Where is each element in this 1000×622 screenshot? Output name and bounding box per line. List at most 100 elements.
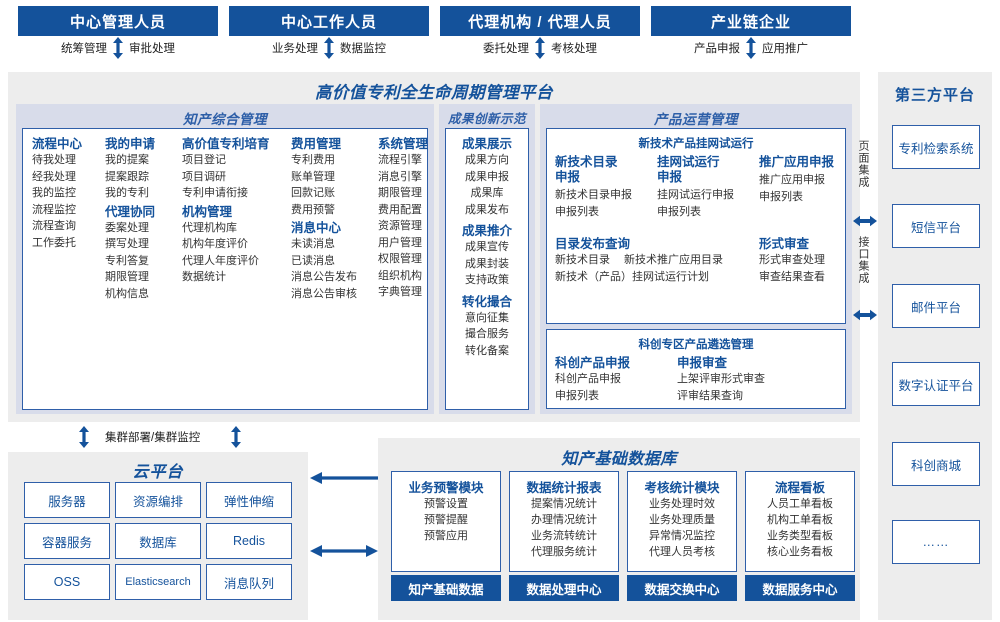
database-col-2-foot[interactable]: 数据交换中心	[627, 575, 737, 601]
cloud-cell-5[interactable]: Redis	[206, 523, 292, 559]
database-col-3-item-0[interactable]: 人员工单看板	[767, 498, 833, 510]
chanpin-b1-r2l-item-a1[interactable]: 新技术（产品）挂网试运行计划	[555, 270, 709, 283]
chanpin-b1-r2l-item-b0[interactable]: 新技术推广应用目录	[624, 254, 723, 266]
zhichan-col3-s1-item-2[interactable]: 消息公告发布	[291, 271, 357, 283]
chengguo-head-1[interactable]: 成果推介	[461, 224, 512, 238]
chanpin-b1-r2r-item-1[interactable]: 审查结果查看	[759, 270, 825, 283]
chengguo-s0-item-0[interactable]: 成果方向	[465, 154, 509, 166]
chanpin-b1-c1-item-1[interactable]: 申报列表	[657, 205, 701, 218]
zhichan-col4-item-8[interactable]: 字典管理	[378, 286, 422, 298]
zhichan-col3-s1-item-3[interactable]: 消息公告审核	[291, 287, 357, 300]
chanpin-b1-c2-item-1[interactable]: 申报列表	[759, 190, 803, 203]
zhichan-col3-item-1[interactable]: 账单管理	[291, 170, 335, 183]
role-bar-0[interactable]: 中心管理人员	[18, 6, 218, 36]
third-party-item-4[interactable]: 科创商城	[892, 442, 980, 486]
database-col-2-item-1[interactable]: 业务处理质量	[649, 514, 715, 526]
third-party-item-2[interactable]: 邮件平台	[892, 284, 980, 328]
zhichan-col1-s1-item-4[interactable]: 机构信息	[105, 287, 149, 300]
cloud-cell-8[interactable]: 消息队列	[206, 564, 292, 600]
database-col-2-item-3[interactable]: 代理人员考核	[649, 546, 715, 558]
zhichan-col3-item-0[interactable]: 专利费用	[291, 154, 335, 166]
zhichan-col1-item-0[interactable]: 我的提案	[105, 154, 149, 166]
chanpin-b1-r2r-head[interactable]: 形式审查	[759, 237, 810, 251]
zhichan-col4-item-4[interactable]: 资源管理	[378, 220, 422, 232]
cloud-cell-4[interactable]: 数据库	[115, 523, 201, 559]
database-col-3-item-2[interactable]: 业务类型看板	[767, 530, 833, 542]
database-col-0-foot[interactable]: 知产基础数据	[391, 575, 501, 601]
cloud-cell-7[interactable]: Elasticsearch	[115, 564, 201, 600]
zhichan-col4-item-1[interactable]: 消息引擎	[378, 170, 422, 183]
database-col-3-item-1[interactable]: 机构工单看板	[767, 514, 833, 526]
zhichan-col4-head-0[interactable]: 系统管理	[378, 137, 429, 151]
chengguo-s2-item-2[interactable]: 转化备案	[465, 344, 509, 357]
chanpin-b2-c1-head[interactable]: 申报审查	[677, 356, 728, 370]
chanpin-b1-c2-item-0[interactable]: 推广应用申报	[759, 174, 825, 186]
zhichan-col2-s1-item-0[interactable]: 代理机构库	[182, 221, 237, 234]
third-party-item-0[interactable]: 专利检索系统	[892, 125, 980, 169]
chanpin-b2-c0-item-1[interactable]: 申报列表	[555, 389, 599, 402]
database-col-1-foot[interactable]: 数据处理中心	[509, 575, 619, 601]
database-col-3-item-3[interactable]: 核心业务看板	[767, 546, 833, 558]
chengguo-head-0[interactable]: 成果展示	[461, 137, 512, 151]
zhichan-col3-head-1[interactable]: 消息中心	[291, 221, 342, 235]
chengguo-s0-item-2[interactable]: 成果库	[470, 187, 504, 199]
database-col-2-item-0[interactable]: 业务处理时效	[649, 498, 715, 510]
chanpin-b1-c1-head[interactable]: 挂网试运行申报	[657, 155, 720, 184]
role-bar-1[interactable]: 中心工作人员	[229, 6, 429, 36]
zhichan-col2-item-0[interactable]: 项目登记	[182, 154, 226, 166]
database-col-0-item-0[interactable]: 预警设置	[424, 498, 468, 510]
zhichan-col2-head-0[interactable]: 高价值专利培育	[182, 137, 270, 151]
zhichan-col2-item-1[interactable]: 项目调研	[182, 170, 226, 183]
chanpin-b1-c2-head[interactable]: 推广应用申报	[759, 155, 835, 169]
chanpin-b1-c1-item-0[interactable]: 挂网试运行申报	[657, 189, 734, 201]
chengguo-s1-item-1[interactable]: 成果封装	[465, 257, 509, 270]
chanpin-b2-c0-head[interactable]: 科创产品申报	[555, 356, 631, 370]
zhichan-col0-item-4[interactable]: 流程查询	[32, 220, 76, 232]
chengguo-s1-item-2[interactable]: 支持政策	[465, 274, 509, 286]
cloud-cell-6[interactable]: OSS	[24, 564, 110, 600]
zhichan-col2-s1-item-3[interactable]: 数据统计	[182, 271, 226, 283]
chengguo-s0-item-3[interactable]: 成果发布	[465, 203, 509, 216]
chanpin-b1-c0-item-0[interactable]: 新技术目录申报	[555, 189, 632, 201]
zhichan-col1-item-2[interactable]: 我的专利	[105, 187, 149, 199]
chengguo-head-2[interactable]: 转化撮合	[461, 294, 512, 309]
role-bar-3[interactable]: 产业链企业	[651, 6, 851, 36]
zhichan-col0-item-0[interactable]: 待我处理	[32, 154, 76, 166]
third-party-item-3[interactable]: 数字认证平台	[892, 362, 980, 406]
cloud-cell-1[interactable]: 资源编排	[115, 482, 201, 518]
zhichan-col4-item-7[interactable]: 组织机构	[378, 269, 422, 282]
zhichan-col0-item-3[interactable]: 流程监控	[32, 203, 76, 216]
zhichan-col4-item-6[interactable]: 权限管理	[378, 253, 422, 265]
database-col-2-item-2[interactable]: 异常情况监控	[649, 530, 715, 542]
zhichan-col1-head-0[interactable]: 我的申请	[105, 137, 156, 151]
cloud-cell-3[interactable]: 容器服务	[24, 523, 110, 559]
zhichan-col3-head-0[interactable]: 费用管理	[291, 137, 342, 151]
zhichan-col1-s1-item-2[interactable]: 专利答复	[105, 254, 149, 267]
zhichan-col0-item-1[interactable]: 经我处理	[32, 170, 76, 183]
database-col-1-item-1[interactable]: 办理情况统计	[531, 514, 597, 526]
third-party-item-5[interactable]: ……	[892, 520, 980, 564]
database-col-1-item-2[interactable]: 业务流转统计	[531, 530, 597, 542]
chanpin-b2-c0-item-0[interactable]: 科创产品申报	[555, 373, 621, 385]
chanpin-b1-r2l-item-a0[interactable]: 新技术目录	[555, 254, 610, 266]
chanpin-b1-r2r-item-0[interactable]: 形式审查处理	[759, 254, 825, 266]
zhichan-col0-item-2[interactable]: 我的监控	[32, 187, 76, 199]
zhichan-col4-item-2[interactable]: 期限管理	[378, 187, 422, 199]
zhichan-col1-s1-item-1[interactable]: 撰写处理	[105, 238, 149, 250]
zhichan-col3-item-3[interactable]: 费用预警	[291, 203, 335, 216]
zhichan-col2-s1-item-2[interactable]: 代理人年度评价	[182, 254, 259, 267]
zhichan-col1-s1-item-0[interactable]: 委案处理	[105, 221, 149, 234]
zhichan-col3-s1-item-1[interactable]: 已读消息	[291, 254, 335, 267]
zhichan-col1-item-1[interactable]: 提案跟踪	[105, 170, 149, 183]
zhichan-col3-item-2[interactable]: 回款记账	[291, 187, 335, 199]
zhichan-col1-head-1[interactable]: 代理协同	[105, 204, 156, 219]
database-col-0-item-2[interactable]: 预警应用	[424, 530, 468, 542]
chanpin-b2-c1-item-0[interactable]: 上架评审形式审查	[677, 373, 765, 385]
zhichan-col2-s1-item-1[interactable]: 机构年度评价	[182, 238, 248, 250]
chanpin-b1-c0-head[interactable]: 新技术目录申报	[555, 155, 618, 184]
zhichan-col2-head-1[interactable]: 机构管理	[182, 204, 233, 219]
zhichan-col2-item-2[interactable]: 专利申请衔接	[182, 187, 248, 199]
third-party-item-1[interactable]: 短信平台	[892, 204, 980, 248]
cloud-cell-2[interactable]: 弹性伸缩	[206, 482, 292, 518]
zhichan-col4-item-0[interactable]: 流程引擎	[378, 154, 422, 166]
